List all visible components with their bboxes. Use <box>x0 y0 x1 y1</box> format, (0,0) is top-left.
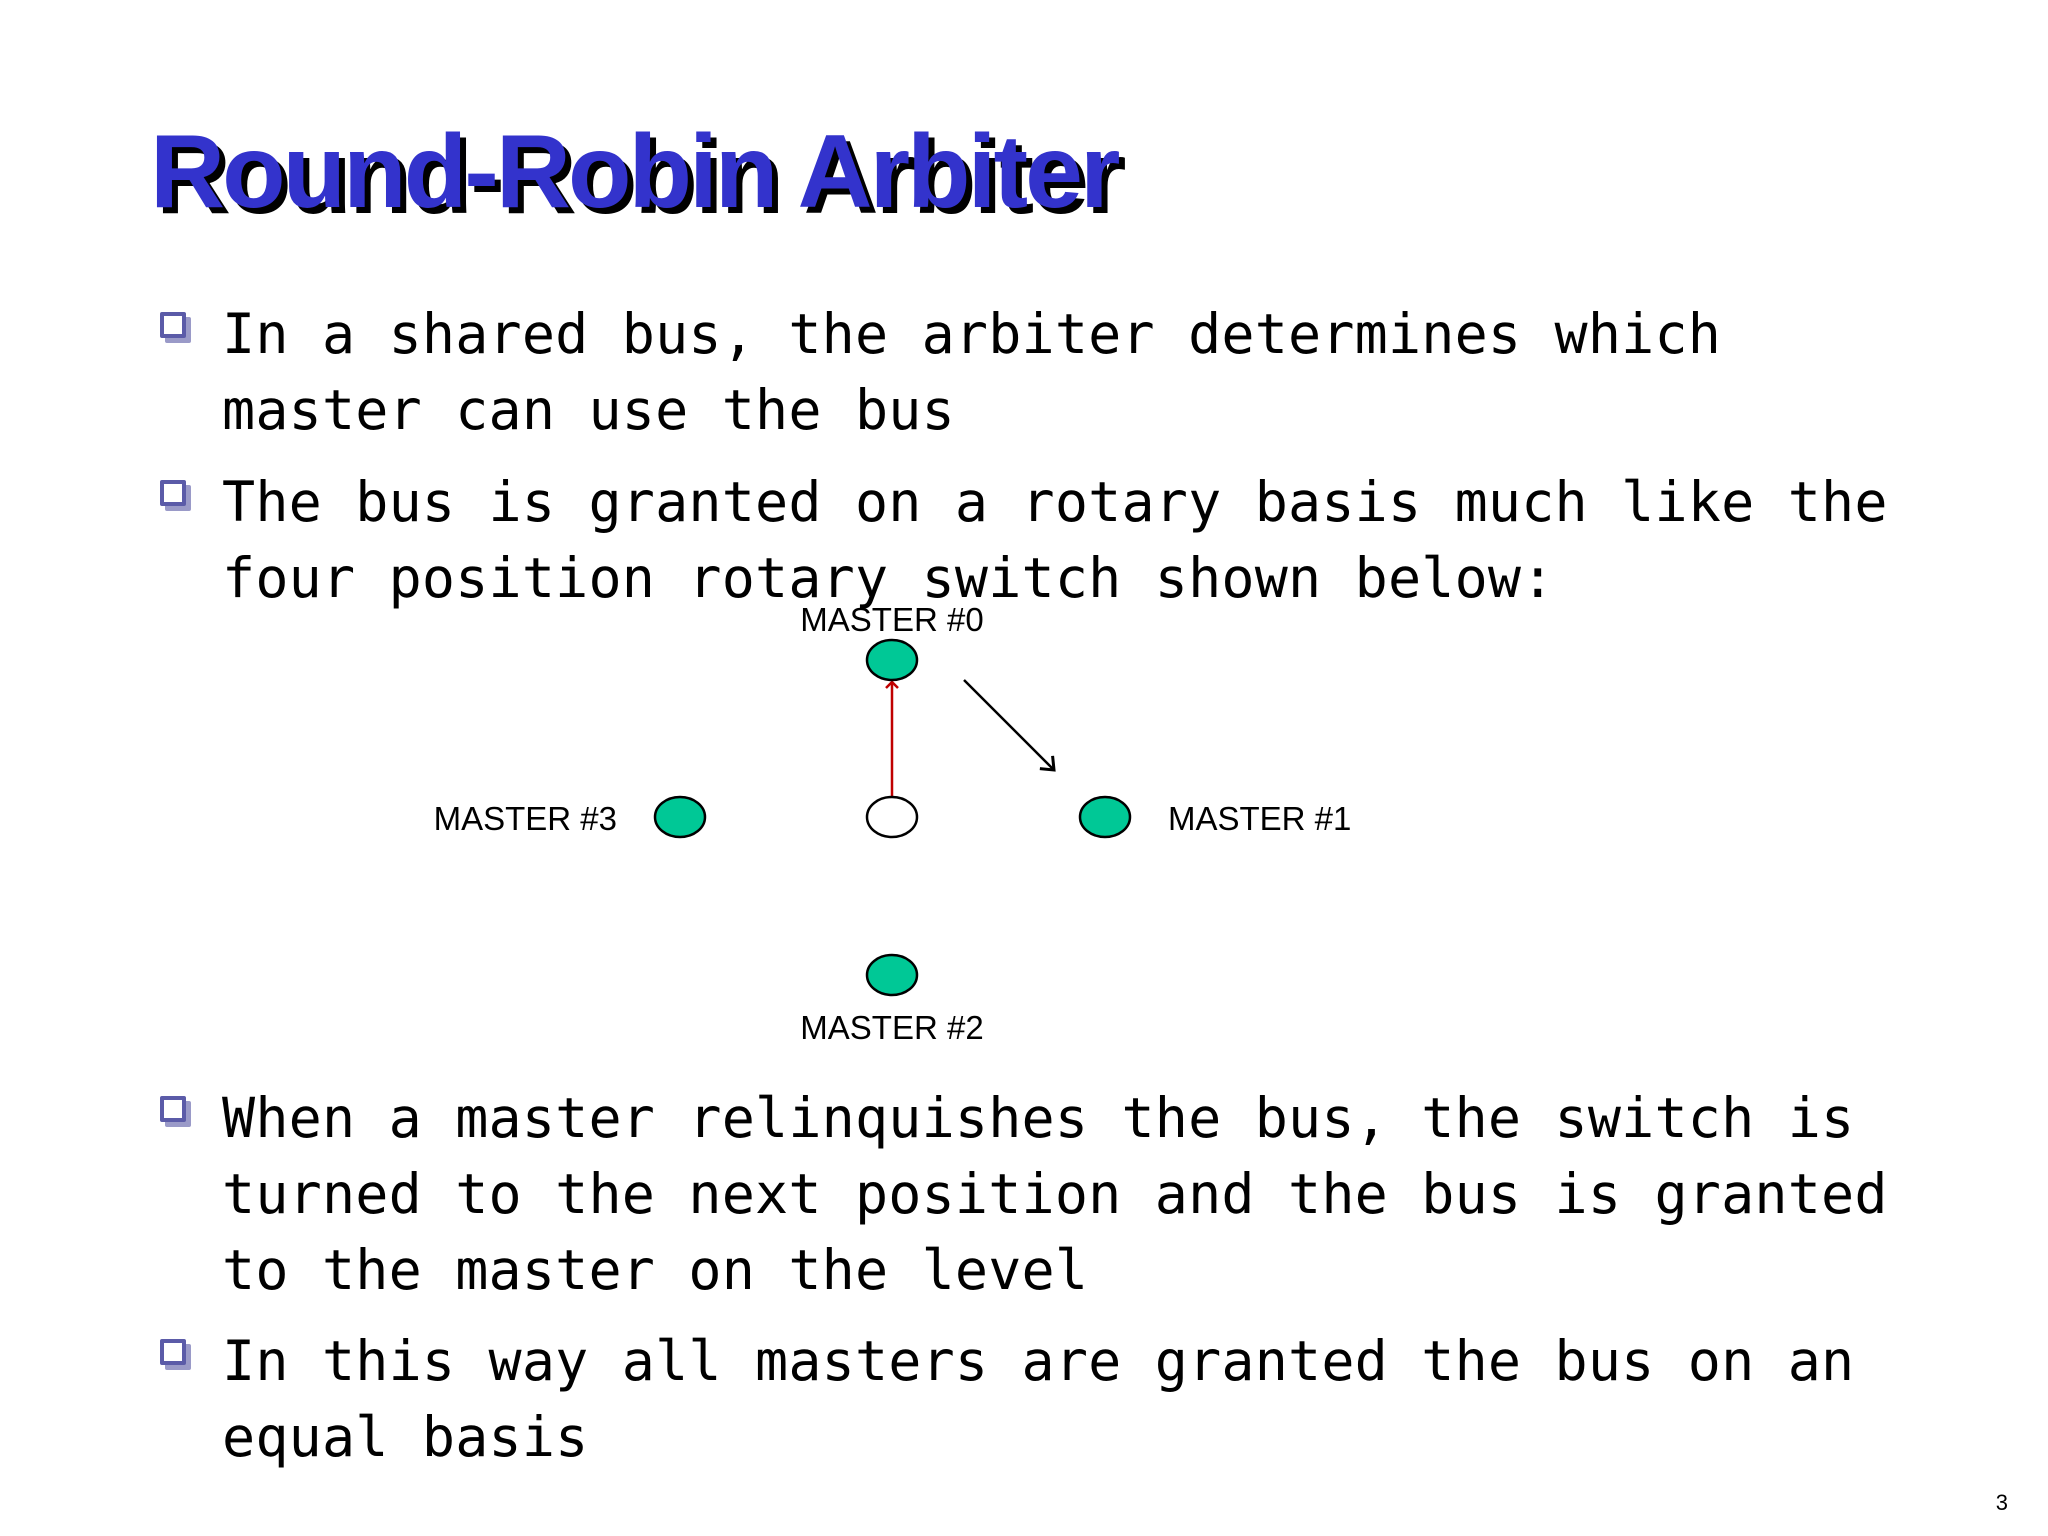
square-bullet-icon <box>160 312 186 338</box>
page-number: 3 <box>1995 1490 2008 1515</box>
square-bullet-icon <box>160 480 186 506</box>
bullet-text: The bus is granted on a rotary basis muc… <box>222 470 1888 610</box>
master-1-node <box>1078 795 1132 839</box>
master-0-node <box>865 638 919 682</box>
master-2-label: MASTER #2 <box>800 1009 983 1046</box>
slide-title: Round-Robin Arbiter <box>150 114 1120 230</box>
bullet-text: In this way all masters are granted the … <box>222 1329 1855 1469</box>
master-2-node <box>865 953 919 997</box>
master-3-node <box>653 795 707 839</box>
switch-pivot <box>865 795 919 839</box>
rotation-direction-arrow <box>963 679 1056 772</box>
bullet-text: In a shared bus, the arbiter determines … <box>222 302 1722 442</box>
master-1-label: MASTER #1 <box>1168 800 1351 837</box>
bullet-text: When a master relinquishes the bus, the … <box>222 1086 1888 1302</box>
master-0-label: MASTER #0 <box>800 601 983 638</box>
square-bullet-icon <box>160 1339 186 1365</box>
master-3-label: MASTER #3 <box>434 800 617 837</box>
square-bullet-icon <box>160 1096 186 1122</box>
